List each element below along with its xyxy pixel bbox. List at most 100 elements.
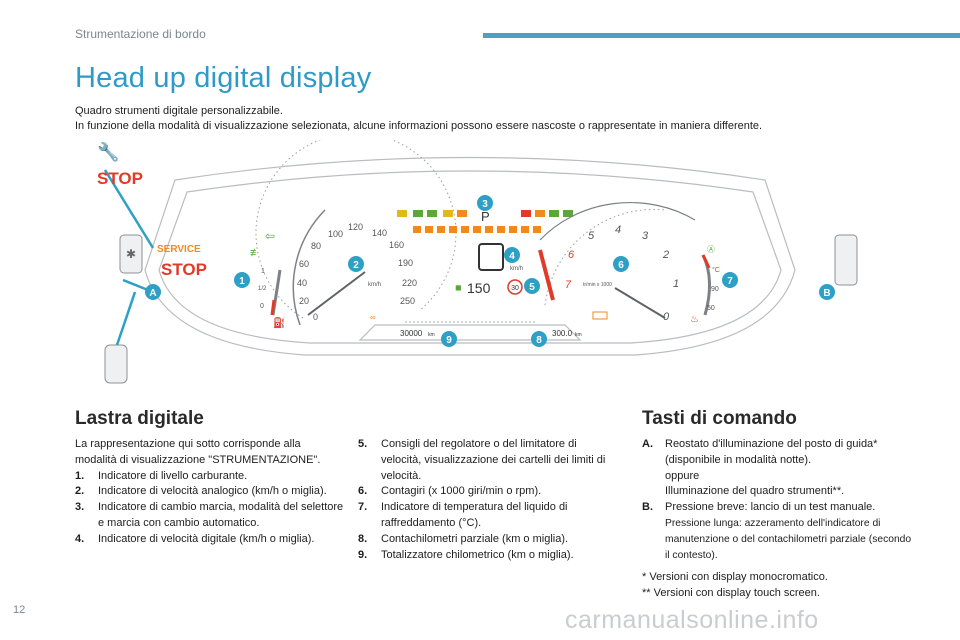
section-title-lastra: Lastra digitale: [75, 408, 204, 429]
speedo-tick: 0: [313, 312, 318, 322]
temp-tick: 50: [707, 305, 715, 312]
tacho-tick: 7: [565, 279, 572, 291]
svg-text:B: B: [823, 288, 830, 299]
item-number: 7.: [358, 501, 368, 514]
stop-label: STOP: [97, 169, 143, 188]
lastra-column-1: La rappresentazione qui sotto corrispond…: [75, 437, 345, 548]
fuel-pump-icon: ⛽: [273, 316, 285, 329]
callout-3: 3: [477, 195, 493, 211]
cluster-illustration: ✱ 🔧 STOP SERVICE STOP 0 20 40 60 80 100 …: [97, 140, 858, 384]
stop-label-2: STOP: [161, 260, 207, 279]
eco-icon: Ⓐ: [707, 245, 715, 254]
list-item: B. Pressione breve: lancio di un test ma…: [642, 500, 912, 563]
list-item: 3.Indicatore di cambio marcia, modalità …: [75, 500, 345, 532]
speedo-unit: km/h: [368, 282, 381, 288]
svg-text:4: 4: [509, 251, 515, 262]
item-number: 8.: [358, 532, 368, 545]
speedometer: 0 20 40 60 80 100 120 140 160 190 220 25…: [255, 140, 457, 326]
page-title: Head up digital display: [75, 62, 372, 94]
callouts: 3 2 1 4 5 6 7 8 9 A B: [145, 195, 835, 347]
item-number: 3.: [75, 501, 85, 514]
tacho-tick: 0: [663, 311, 670, 323]
list-item: 7. Indicatore di temperatura del liquido …: [358, 500, 618, 532]
svg-text:9: 9: [446, 335, 452, 346]
list-item: 8.Contachilometri parziale (km o miglia)…: [358, 532, 618, 548]
speedo-tick: 60: [299, 259, 309, 269]
page-number: 12: [13, 604, 26, 616]
callout-7: 7: [722, 272, 738, 288]
callout-6: 6: [613, 256, 629, 272]
svg-text:A: A: [149, 288, 156, 299]
speedo-tick: 40: [297, 278, 307, 288]
tacho-tick: 2: [662, 249, 669, 261]
item-letter: A.: [642, 438, 653, 450]
item-text: Indicatore di temperatura del liquido di…: [381, 501, 568, 529]
item-number: 1.: [75, 469, 85, 482]
svg-text:7: 7: [727, 276, 733, 287]
tacho-tick: 6: [568, 249, 575, 261]
list-item: 2. Indicatore di velocità analogico (km/h…: [75, 484, 345, 500]
item-letter: B.: [642, 501, 653, 514]
list-item: 5.Consigli del regolatore o del limitato…: [358, 437, 618, 484]
sun-icon: ✱: [126, 247, 136, 261]
cluster-outline: [144, 156, 796, 356]
tacho-tick: 3: [642, 230, 649, 242]
item-line: Pressione breve: lancio di un test manua…: [665, 501, 876, 514]
running-header: Strumentazione di bordo: [75, 27, 206, 41]
wrench-icon: 🔧: [97, 141, 119, 162]
tacho-tick: 5: [588, 230, 595, 242]
item-text: Indicatore di velocità analogico (km/h o…: [98, 485, 327, 498]
speedo-tick: 120: [348, 222, 363, 232]
speedo-tick: 220: [402, 278, 417, 288]
svg-text:3: 3: [482, 199, 488, 210]
item-line: Reostato d'illuminazione del posto di gu…: [665, 438, 878, 466]
digital-speed-area: km/h ◼ 150 30: [455, 243, 523, 296]
fuel-tick: 1: [261, 268, 265, 275]
service-label: SERVICE: [157, 244, 201, 255]
limit-sign: [507, 279, 523, 295]
tacho-unit: tr/min x 1000: [583, 282, 612, 288]
list-item: 4. Indicatore di velocità digitale (km/h …: [75, 532, 345, 548]
watermark: carmanualsonline.info: [565, 606, 819, 634]
svg-text:8: 8: [536, 335, 542, 346]
speedo-tick: 140: [372, 228, 387, 238]
callout-line-a3: [115, 291, 137, 346]
svg-text:1: 1: [239, 276, 245, 287]
item-number: 9.: [358, 548, 368, 561]
coolant-icon: ♨: [690, 314, 699, 325]
temp-tick: 90: [711, 286, 719, 293]
oil-icon: ∞: [370, 313, 376, 322]
digital-speed-value: 150: [467, 280, 491, 296]
footnote: ** Versioni con display touch screen.: [642, 586, 820, 599]
cruise-icon: ◼: [455, 283, 462, 292]
item-number: 4.: [75, 532, 85, 545]
item-text: Totalizzatore chilometrico (km o miglia)…: [381, 548, 574, 561]
button-a2-body: [104, 344, 128, 384]
callout-line-a1: [103, 169, 155, 249]
button-a-body: [119, 234, 143, 274]
limit-value: 30: [511, 285, 519, 292]
rpm-needle: [614, 287, 666, 319]
list-item: A. Reostato d'illuminazione del posto di…: [642, 437, 912, 500]
callout-b: B: [819, 284, 835, 300]
temperature-gauge: Ⓐ °C 90 50 ♨: [690, 245, 720, 325]
intro-paragraph: Quadro strumenti digitale personalizzabi…: [75, 104, 762, 134]
digital-unit: km/h: [510, 266, 523, 272]
fuel-tick: 0: [260, 303, 264, 310]
trip-value: 300.0: [552, 329, 573, 338]
speedo-tick: 80: [311, 241, 321, 251]
turn-left-icon: ⇦: [265, 229, 275, 243]
lastra-intro: La rappresentazione qui sotto corrispond…: [75, 438, 321, 466]
callout-1: 1: [234, 272, 250, 288]
speedo-tick: 190: [398, 258, 413, 268]
footnotes: * Versioni con display monocromatico. **…: [642, 570, 922, 602]
intro-line-2: In funzione della modalità di visualizza…: [75, 120, 763, 132]
callout-8: 8: [531, 331, 547, 347]
item-text: Indicatore di velocità digitale (km/h o …: [98, 532, 315, 545]
item-text: Indicatore di livello carburante.: [98, 469, 248, 482]
item-number: 2.: [75, 485, 85, 498]
intro-line-1: Quadro strumenti digitale personalizzabi…: [75, 105, 283, 117]
speedo-tick: 160: [389, 240, 404, 250]
callout-5: 5: [524, 278, 540, 294]
battery-icon: [592, 311, 608, 320]
